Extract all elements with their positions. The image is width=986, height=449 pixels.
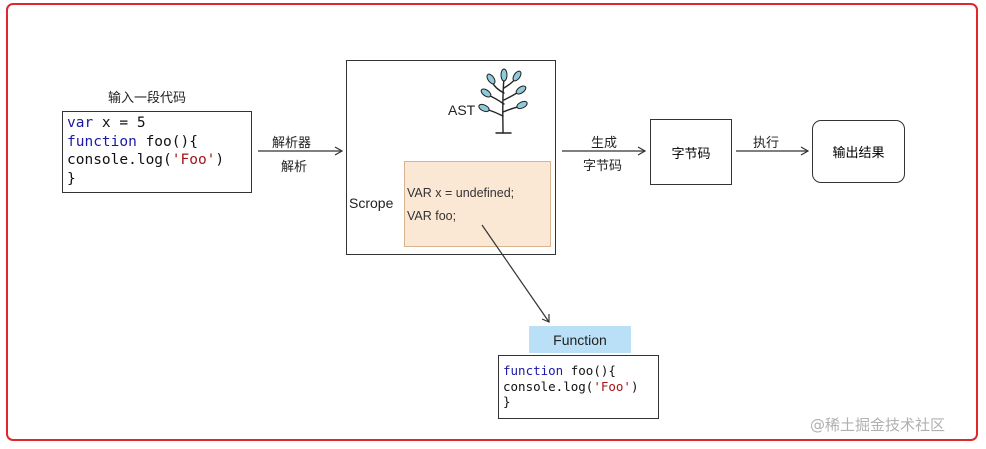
function-code-box: function foo(){ console.log('Foo') } <box>498 355 659 419</box>
ast-label: AST <box>448 102 476 118</box>
input-code-line-3: console.log('Foo') <box>67 152 225 168</box>
arrow-generate-bottom-label: 字节码 <box>583 159 623 174</box>
arrow-generate-top-label: 生成 <box>591 136 618 151</box>
arrow-parser-bottom-label: 解析 <box>281 160 308 175</box>
arrow-execute-label: 执行 <box>753 136 780 151</box>
input-code-box: var x = 5 function foo(){ console.log('F… <box>62 111 252 193</box>
input-code-line-2: function foo(){ <box>67 133 198 150</box>
function-code-line-1: function foo(){ <box>503 363 616 378</box>
scope-line-2: VAR foo; <box>407 209 457 223</box>
scope-line-1: VAR x = undefined; <box>407 186 515 200</box>
input-title: 输入一段代码 <box>108 91 187 106</box>
function-code-line-3: } <box>503 394 511 409</box>
function-tag: Function <box>529 326 631 353</box>
output-label: 输出结果 <box>832 146 885 161</box>
bytecode-label: 字节码 <box>671 146 711 162</box>
output-box: 输出结果 <box>812 120 905 183</box>
scope-label: Scrope <box>349 195 394 211</box>
scope-panel: VAR x = undefined; VAR foo; <box>404 161 551 247</box>
arrow-parser-top-label: 解析器 <box>272 136 312 151</box>
bytecode-box: 字节码 <box>650 119 732 185</box>
function-tag-label: Function <box>553 331 607 348</box>
function-code-line-2: console.log('Foo') <box>503 378 639 394</box>
input-code-line-4: } <box>67 170 76 187</box>
watermark: @稀土掘金技术社区 <box>810 416 946 434</box>
outer-frame <box>6 3 978 441</box>
input-code-line-1: var x = 5 <box>67 115 146 131</box>
